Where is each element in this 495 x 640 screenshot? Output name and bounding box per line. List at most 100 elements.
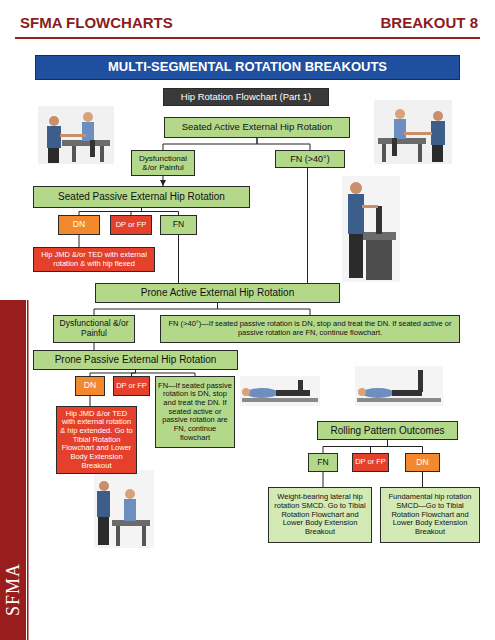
flow-connector [142,208,179,215]
note-box: FN (>40°)—If seated passive rotation is … [160,315,460,343]
box-text: Prone Active External Hip Rotation [141,287,294,299]
flow-connector [178,235,179,283]
box-text: FN—If seated passive rotation is DN, sto… [158,382,232,442]
result-box: Weight-bearing lateral hip rotation SMCD… [268,487,372,543]
clinician-body [431,121,445,145]
outcome-box: Dysfunctional &/or Painful [131,150,195,176]
table-leg [382,144,386,162]
box-text: DP or FP [355,458,386,467]
patient-body [394,119,406,139]
box-text: Dysfunctional &/or Painful [134,154,192,172]
flow-connector [131,208,142,215]
flow-connector [163,138,257,150]
prone-photo [240,376,320,406]
patient-leg [90,140,95,157]
box-text: Hip Rotation Flowchart (Part 1) [181,92,311,103]
clinician-legs [349,234,363,278]
clinician-legs [432,145,443,162]
outcome-box: DP or FP [352,453,389,472]
box-text: FN [173,220,184,230]
table-leg [116,526,120,546]
photo-background [38,106,114,164]
clinician-legs [98,517,109,545]
table-base [366,240,392,280]
header-text: BREAKOUT 8 [380,14,478,31]
box-text: DN [84,381,96,391]
flow-connector [371,440,388,453]
lower-leg [298,380,303,392]
outcome-box: DN [58,215,100,235]
clinician-arm [362,205,378,208]
clinician-arm [60,134,86,137]
box-text: DP or FP [116,221,147,230]
flow-connector [422,472,423,487]
clinician-head [433,111,443,121]
table-leg [100,146,104,162]
box-text: Fundamental hip rotation SMCD—Go to Tibi… [383,493,477,536]
title-band: MULTI-SEGMENTAL ROTATION BREAKOUTS [35,55,460,80]
box-text: Hip JMD &/or TED with external rotation … [36,251,152,268]
photo-background [342,176,400,282]
outcome-box: FN [308,453,338,472]
box-text: Dysfunctional &/or Painful [56,319,132,339]
patient-body [124,499,136,521]
treatment-box: Hip JMD &/or TED with external rotation … [56,406,137,474]
prone-exam-photo [342,176,400,282]
box-text: SFMA [3,563,24,616]
flow-connector [79,235,80,247]
patient-lower-leg [376,206,382,234]
flow-connector [388,440,423,453]
clinician-body [47,126,61,148]
patient-head [125,489,135,499]
outcome-box: FN [160,215,197,235]
header-text: SFMA FLOWCHARTS [20,14,173,31]
patient-body [82,122,94,141]
flow-connector [94,303,218,315]
box-text: FN (>40°)—If seated passive rotation is … [163,320,457,337]
seated-photo [374,100,452,164]
box-text: DN [416,458,428,468]
seated-photo [94,470,154,548]
note-box: FN—If seated passive rotation is DN, sto… [155,376,235,448]
box-text: DP or FP [116,382,147,391]
result-box: Fundamental hip rotation SMCD—Go to Tibi… [380,487,480,543]
photo-background [355,366,443,406]
box-text: Seated Passive External Hip Rotation [58,191,225,203]
box-text: Rolling Pattern Outcomes [331,425,445,437]
table-leg [72,146,76,162]
legs [276,390,310,396]
header-rule [15,37,480,39]
box-text: FN [317,458,328,468]
outcome-box: FN (>40°) [275,150,345,168]
flow-connector [163,176,164,186]
side-tab: SFMA [0,300,26,640]
test-box: Prone Active External Hip Rotation [95,283,340,303]
prone-photo [355,366,443,406]
flow-connector [323,440,388,453]
seated-photo [38,106,114,164]
outcome-box: DN [405,453,440,472]
test-box: Rolling Pattern Outcomes [317,421,458,440]
flow-connector [94,343,95,350]
flow-connector [257,138,310,150]
box-text: FN (>40°) [290,154,329,164]
head [358,388,366,396]
outcome-box: DP or FP [113,376,150,396]
clinician-body [348,194,364,234]
photo-background [240,376,320,406]
box-text: MULTI-SEGMENTAL ROTATION BREAKOUTS [108,60,387,75]
table-leg [418,144,422,162]
clinician-head [350,182,362,194]
outcome-box: Dysfunctional &/or Painful [53,315,135,343]
flow-connector [79,208,142,215]
lower-leg [418,370,423,392]
clinician-legs [48,148,59,163]
legs [392,390,422,396]
box-text: DN [73,220,85,230]
test-box: Seated Active External Hip Rotation [164,117,350,138]
head [242,388,250,396]
flow-connector [90,396,91,406]
box-text: Weight-bearing lateral hip rotation SMCD… [271,493,369,536]
clinician-arm [404,132,432,135]
box-text: Seated Active External Hip Rotation [182,122,333,133]
